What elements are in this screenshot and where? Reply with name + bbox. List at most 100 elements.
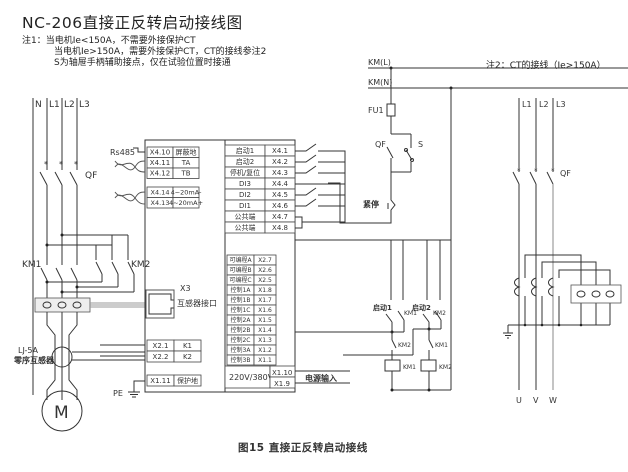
di-terminal-row-terminal: X4.1 — [272, 147, 288, 155]
ct-coil-l1 — [514, 277, 521, 297]
ct-label-l3: L3 — [556, 100, 566, 109]
motor-label: M — [54, 403, 69, 423]
k-terminal-row-function: K1 — [183, 342, 192, 350]
di-terminal-row-terminal: X4.2 — [272, 158, 288, 166]
di-terminal-row-function: 公共端 — [235, 223, 256, 232]
di-terminal-row: 启动1 X4.1 — [224, 144, 296, 157]
label-l3: L3 — [79, 100, 90, 110]
analog-terminal-row-terminal: X4.13 — [151, 199, 170, 207]
relay-terminal-row: 控制2A X1.5 — [226, 314, 277, 326]
label-l1: L1 — [49, 100, 60, 110]
start1-button — [385, 313, 393, 323]
k-terminal-row-function: K2 — [183, 353, 192, 361]
di-terminal-row-function: DI3 — [239, 180, 251, 188]
relay-terminal-row: 控制3A X1.2 — [226, 344, 277, 356]
diagram-title: NC-206直接正反转启动接线图 — [22, 14, 243, 32]
di-terminal-row-function: 停机/复位 — [230, 168, 260, 177]
qf-control-label: QF — [375, 140, 386, 149]
control-circuit: KM(L) KM(N) FU1 S QF 紧停 — [295, 58, 628, 392]
relay-terminal-row-function: 可编程B — [229, 266, 251, 274]
relay-terminal-row-terminal: X1.3 — [258, 337, 272, 344]
k-terminal-row-terminal: X2.2 — [153, 353, 169, 361]
km2-contactor: KM2 — [95, 260, 150, 275]
coil-km1-label: KM1 — [403, 364, 416, 371]
s-label: S — [418, 140, 423, 149]
k-terminal-row: X2.2 K2 — [146, 350, 202, 363]
twisted-pair-rs485-icon — [114, 160, 146, 173]
km2-interlock-label: KM2 — [398, 342, 411, 349]
relay-terminal-row-terminal: X1.4 — [258, 327, 272, 334]
di-terminal-row-terminal: X4.4 — [272, 180, 288, 188]
svg-text:*: * — [534, 167, 538, 175]
relay-terminal-row-function: 可编程C — [229, 276, 251, 284]
protect-terminal-row-terminal: X1.11 — [150, 377, 170, 385]
km1-interlock-label: KM1 — [435, 342, 448, 349]
relay-terminal-row-function: 可编程A — [229, 256, 252, 264]
start2-label: 启动2 — [412, 303, 431, 312]
output-w: W — [549, 396, 557, 405]
estop-label: 紧停 — [363, 199, 379, 209]
analog-terminal-row-terminal: X4.14 — [151, 189, 170, 197]
di-terminal-row-terminal: X4.5 — [272, 191, 288, 199]
qf-label: QF — [85, 171, 97, 181]
relay-terminal-row-function: 控制1B — [231, 296, 251, 304]
svg-text:*: * — [74, 160, 78, 169]
fuse-fu1 — [386, 103, 396, 117]
power-terminal-x19: X1.9 — [274, 380, 290, 388]
ct-wiring-diagram: L1 L2 L3 * * * QF U V — [503, 98, 622, 405]
relay-terminal-row-terminal: X1.8 — [258, 287, 272, 294]
power-terminal-x110: X1.10 — [272, 369, 292, 377]
relay-terminal-row-terminal: X1.2 — [258, 347, 272, 354]
di-terminal-row-terminal: X4.6 — [272, 202, 288, 210]
comm-terminal-row-terminal: X4.11 — [150, 159, 170, 167]
start1-label: 启动1 — [373, 303, 392, 312]
relay-terminal-row-terminal: X2.7 — [258, 257, 272, 264]
zero-seq-ct — [51, 346, 73, 368]
relay-terminal-row-function: 控制1C — [230, 306, 250, 314]
relay-terminal-row: 控制2B X1.4 — [226, 324, 277, 336]
relay-terminal-row-terminal: X1.1 — [258, 357, 272, 364]
km1-hold-contact — [397, 310, 405, 321]
relay-terminal-row-function: 控制2B — [231, 326, 251, 334]
ct-name-label: 零序互感器 — [13, 355, 55, 365]
x3-label: X3 — [180, 284, 191, 293]
comm-terminal-row-terminal: X4.10 — [150, 149, 170, 157]
di-terminal-row-function: 启动2 — [236, 157, 254, 166]
di-terminal-row-function: 启动1 — [236, 146, 254, 155]
ct-coil-l2 — [531, 277, 538, 297]
estop-contact — [390, 196, 396, 222]
label-n: N — [35, 100, 42, 110]
relay-terminal-row-function: 控制3A — [231, 346, 252, 354]
relay-terminal-row-function: 控制2A — [231, 316, 252, 324]
relay-terminal-row-function: 控制1A — [231, 286, 252, 294]
relay-terminal-row-terminal: X1.5 — [258, 317, 272, 324]
relay-terminal-row-terminal: X2.6 — [258, 267, 272, 274]
ct-label-l1: L1 — [522, 100, 532, 109]
ct-label-l2: L2 — [539, 100, 549, 109]
ct-port-label: 互感器接口 — [177, 298, 217, 308]
analog-terminal-row-function: 4~20mA+ — [169, 199, 203, 207]
comm-terminal-row-function: 屏蔽地 — [176, 148, 197, 157]
note-1-line-3: S为轴屉手柄辅助接点，仅在试验位置时接通 — [54, 58, 231, 68]
svg-text:*: * — [517, 167, 521, 175]
rs485-label: Rs485 — [110, 148, 135, 157]
pe-label: PE — [113, 389, 123, 398]
ground-icon — [133, 380, 145, 392]
output-v: V — [533, 396, 539, 405]
figure-caption: 图15 直接正反转启动接线 — [238, 442, 368, 454]
label-l2: L2 — [64, 100, 75, 110]
km1-hold-label: KM1 — [404, 310, 417, 317]
relay-terminal-row: 控制1A X1.8 — [226, 284, 277, 296]
ct-qf-label: QF — [560, 169, 571, 178]
di-terminal-row-terminal: X4.7 — [272, 213, 288, 221]
ct-model-label: LJ-5A — [18, 346, 39, 355]
